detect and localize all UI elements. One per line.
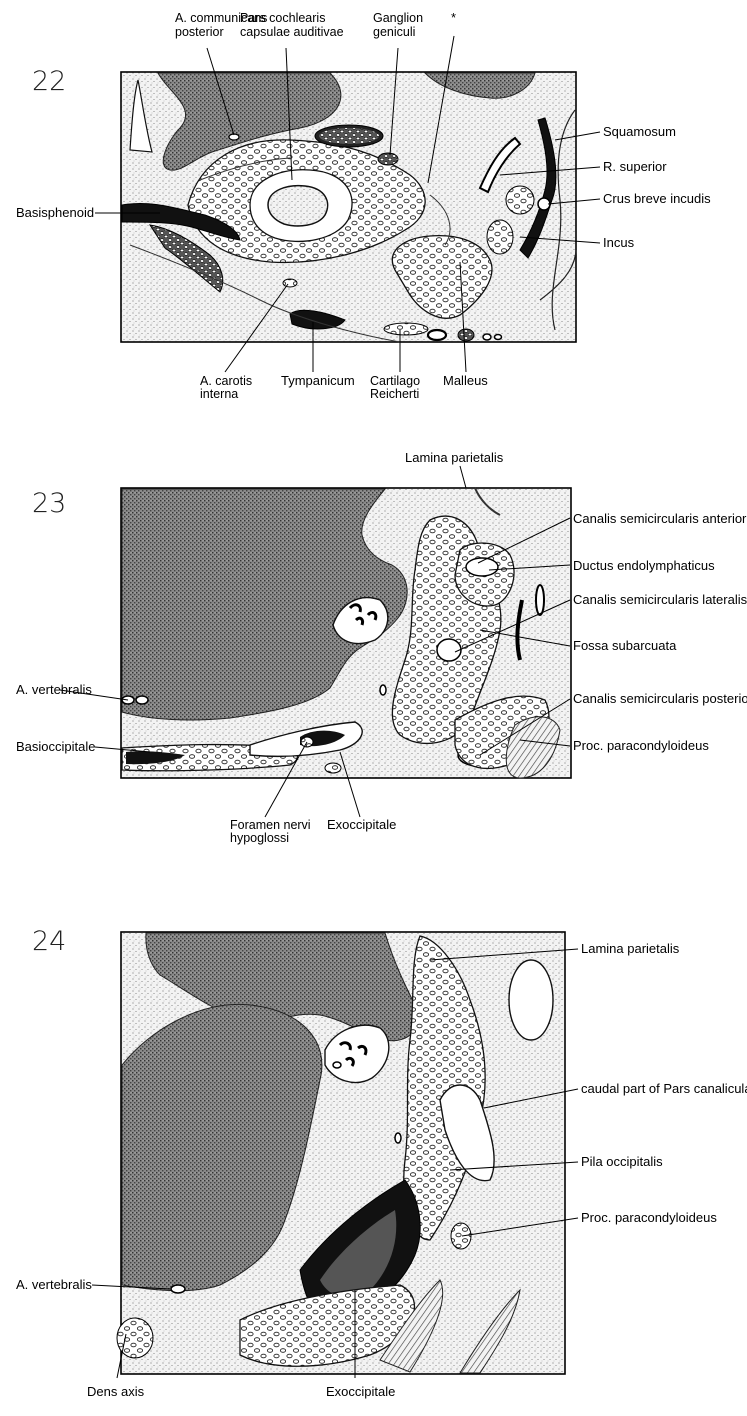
label-foramen-nervi-hypoglossi: Foramen nervi: [230, 818, 311, 832]
label-lamina-parietalis: Lamina parietalis: [405, 450, 504, 465]
section-22-drawing: [121, 72, 576, 342]
section-23-drawing: [121, 488, 571, 778]
label-canalis-semicircularis-anterior: Canalis semicircularis anterior: [573, 511, 747, 526]
label-a-communicans-2: posterior: [175, 25, 224, 39]
label-squamosum: Squamosum: [603, 124, 676, 139]
label-pila-occipitalis: Pila occipitalis: [581, 1154, 663, 1169]
figure-22: 22: [16, 10, 711, 401]
label-ganglion-geniculi: Ganglion: [373, 11, 423, 25]
label-a-vertebralis: A. vertebralis: [16, 1277, 92, 1292]
label-a-vertebralis: A. vertebralis: [16, 682, 92, 697]
figure-number-23: 23: [32, 488, 66, 519]
label-a-carotis-interna: A. carotis: [200, 374, 252, 388]
label-r-superior: R. superior: [603, 159, 667, 174]
label-asterisk: *: [451, 10, 456, 25]
label-crus-breve-incudis: Crus breve incudis: [603, 191, 711, 206]
label-canalis-semicircularis-lateralis: Canalis semicircularis lateralis: [573, 592, 747, 607]
label-exoccipitale: Exoccipitale: [326, 1384, 395, 1399]
label-a-carotis-interna-2: interna: [200, 387, 238, 401]
label-incus: Incus: [603, 235, 635, 250]
label-ductus-endolymphaticus: Ductus endolymphaticus: [573, 558, 715, 573]
label-dens-axis: Dens axis: [87, 1384, 145, 1399]
label-pars-cochlearis: Pars cochlearis: [240, 11, 325, 25]
label-caudal-part-pars-canalicularis: caudal part of Pars canalicularis: [581, 1081, 747, 1096]
label-basioccipitale: Basioccipitale: [16, 739, 96, 754]
figure-23: 23: [16, 450, 747, 845]
label-canalis-semicircularis-posterior: Canalis semicircularis posterior: [573, 691, 747, 706]
label-basisphenoid: Basisphenoid: [16, 205, 94, 220]
label-pars-cochlearis-2: capsulae auditivae: [240, 25, 344, 39]
label-cartilago-reicherti: Cartilago: [370, 374, 420, 388]
label-ganglion-geniculi-2: geniculi: [373, 25, 415, 39]
label-lamina-parietalis: Lamina parietalis: [581, 941, 680, 956]
label-proc-paracondyloideus: Proc. paracondyloideus: [573, 738, 709, 753]
figure-number-24: 24: [32, 926, 66, 957]
label-cartilago-reicherti-2: Reicherti: [370, 387, 419, 401]
label-foramen-nervi-hypoglossi-2: hypoglossi: [230, 831, 289, 845]
label-tympanicum: Tympanicum: [281, 373, 355, 388]
figure-number-22: 22: [32, 66, 66, 97]
figure-24: 24: [16, 926, 747, 1399]
label-exoccipitale: Exoccipitale: [327, 817, 396, 832]
label-proc-paracondyloideus: Proc. paracondyloideus: [581, 1210, 717, 1225]
section-24-drawing: [117, 932, 565, 1374]
label-malleus: Malleus: [443, 373, 488, 388]
label-fossa-subarcuata: Fossa subarcuata: [573, 638, 677, 653]
